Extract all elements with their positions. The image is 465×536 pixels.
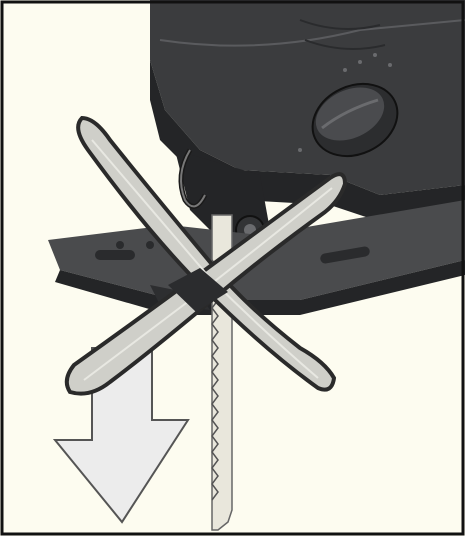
pendulum-knob <box>311 83 399 157</box>
arrow-down-icon <box>52 347 190 524</box>
cross-mark-icon <box>64 115 348 396</box>
blade-clamp <box>175 148 270 245</box>
